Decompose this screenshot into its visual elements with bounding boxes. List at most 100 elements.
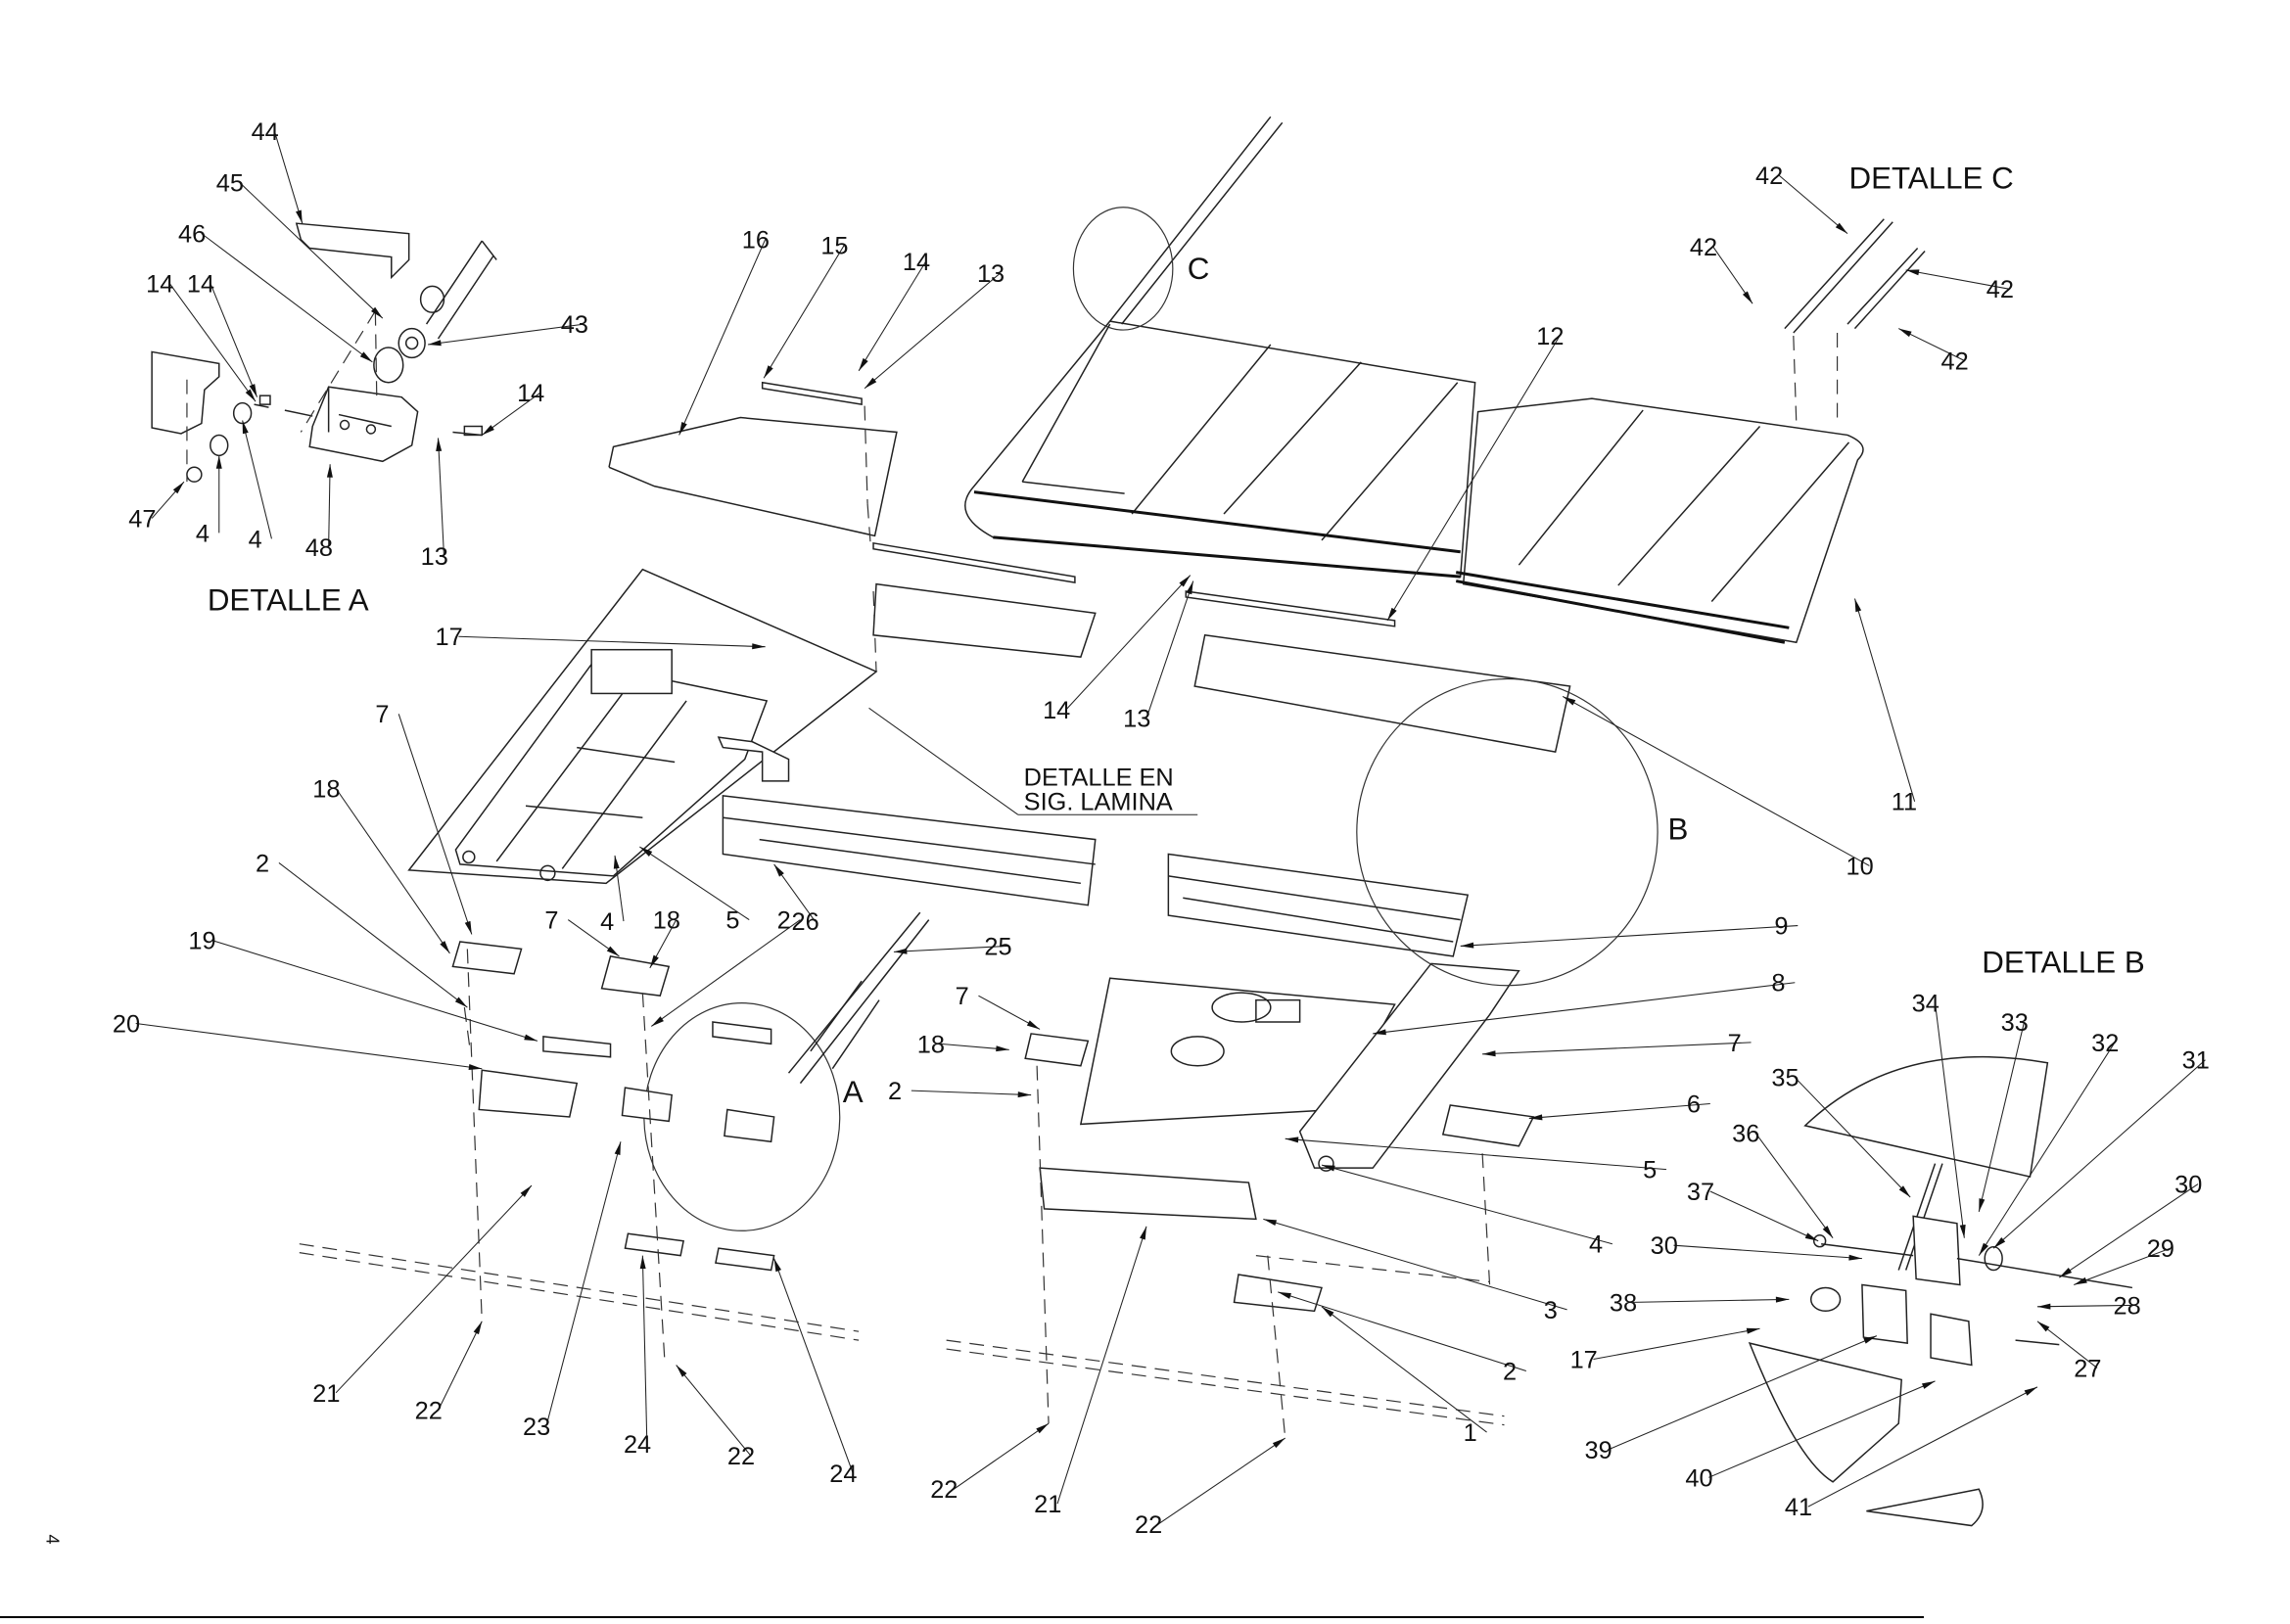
shaft-25 (787, 911, 930, 1085)
bracket-40 (1748, 1342, 1902, 1483)
callout-33: 33 (1978, 1009, 2029, 1213)
leader-line (458, 635, 766, 648)
callout-label: 22 (930, 1476, 958, 1504)
belt-edge (1455, 571, 1790, 644)
belt-edge (973, 490, 1461, 579)
assembly-line (1793, 333, 1839, 424)
side-bracket (151, 350, 220, 435)
callout-2: 2 (650, 907, 801, 1027)
washer-4 (210, 434, 229, 457)
rail-42 (1784, 218, 1926, 334)
bolt-14 (463, 425, 484, 437)
arm-4 (1298, 962, 1520, 1169)
callout-12: 12 (1386, 323, 1564, 622)
arrowhead-icon (1179, 575, 1191, 587)
callout-45: 45 (216, 169, 384, 319)
callout-label: 2 (888, 1078, 902, 1105)
callout-label: 15 (820, 233, 848, 260)
callout-label: 3 (1544, 1297, 1558, 1324)
callout-label: 39 (1585, 1437, 1612, 1464)
leader-line (858, 260, 927, 372)
callout-label: 1 (1464, 1419, 1477, 1447)
leader-line (678, 239, 767, 436)
callout-39: 39 (1585, 1335, 1878, 1464)
arrowhead-icon (859, 357, 868, 371)
callout-32: 32 (1978, 1030, 2119, 1256)
sheet-lower-left (872, 582, 1097, 658)
sector-guard (1803, 1055, 2049, 1179)
callout-42: 42 (1905, 269, 2014, 303)
nut-47 (186, 466, 203, 483)
strip-12 (1185, 590, 1396, 627)
callout-label: 41 (1785, 1494, 1812, 1521)
callout-label: 18 (312, 775, 340, 803)
arrowhead-icon (676, 1365, 687, 1377)
wheel-31 (1984, 1245, 2003, 1272)
arrowhead-icon (1905, 269, 1920, 276)
callout-label: 5 (725, 907, 739, 935)
strip (872, 541, 1076, 583)
leader-line (1992, 1059, 2206, 1249)
foot (1866, 1488, 1984, 1527)
bracket-1 (1233, 1274, 1323, 1313)
callout-4: 4 (196, 455, 222, 547)
arrowhead-icon (1979, 1242, 1988, 1256)
arrowhead-icon (1848, 1254, 1862, 1261)
leader-line (273, 131, 304, 224)
leader-line (773, 1258, 854, 1474)
callout-label: 42 (1690, 234, 1717, 261)
next-sheet-leader (868, 707, 1198, 815)
leader-line (676, 1365, 752, 1457)
callout-16: 16 (678, 227, 770, 436)
arrowhead-icon (1528, 1114, 1543, 1121)
arrowhead-icon (1804, 1232, 1819, 1241)
callout-22: 22 (415, 1321, 483, 1425)
leader-line (1608, 1335, 1878, 1451)
arrowhead-icon (482, 425, 494, 436)
callout-label: 16 (742, 227, 770, 255)
leader-line (953, 1422, 1050, 1490)
shaft-43 (425, 240, 497, 340)
callout-17: 17 (436, 624, 766, 651)
callout-label: 7 (544, 907, 558, 935)
callout-4: 4 (600, 855, 625, 936)
bolt-14 (258, 394, 271, 405)
callout-label: 36 (1732, 1120, 1759, 1147)
arrowhead-icon (1017, 1091, 1032, 1098)
arrowhead-icon (752, 643, 766, 650)
callout-label: 10 (1846, 853, 1874, 880)
arrowhead-icon (326, 464, 333, 478)
callout-label: 48 (305, 534, 333, 562)
housing-hole (365, 424, 377, 435)
bolt-line (1821, 1242, 2133, 1289)
chain-strip (946, 1339, 1505, 1426)
callout-label: 37 (1687, 1179, 1714, 1206)
plate-18 (600, 955, 671, 997)
leader-line (1709, 1190, 1819, 1242)
callout-7: 7 (956, 983, 1041, 1030)
arrowhead-icon (1036, 1423, 1050, 1434)
callout-label: 45 (216, 169, 244, 197)
callout-label: 2 (256, 850, 269, 877)
callout-38: 38 (1610, 1289, 1790, 1317)
washer-4 (232, 401, 253, 425)
callout-42: 42 (1897, 328, 1969, 375)
callout-label: 4 (196, 520, 210, 547)
callout-11: 11 (1853, 598, 1917, 816)
belt-12 (964, 320, 1476, 578)
callout-18: 18 (917, 1031, 1009, 1058)
callout-31: 31 (1992, 1047, 2210, 1249)
callout-label: 22 (727, 1443, 755, 1470)
callout-21: 21 (1034, 1226, 1147, 1518)
callout-14: 14 (146, 270, 257, 402)
arrowhead-icon (468, 1064, 483, 1070)
frame-rung (495, 685, 687, 869)
callout-13: 13 (864, 260, 1005, 390)
leader-line (650, 919, 801, 1027)
leader-line (1794, 1077, 1911, 1198)
callout-26: 26 (773, 863, 819, 936)
leader-line (1934, 1002, 1965, 1238)
arrowhead-icon (1321, 1306, 1334, 1318)
callout-label: 43 (561, 311, 588, 339)
